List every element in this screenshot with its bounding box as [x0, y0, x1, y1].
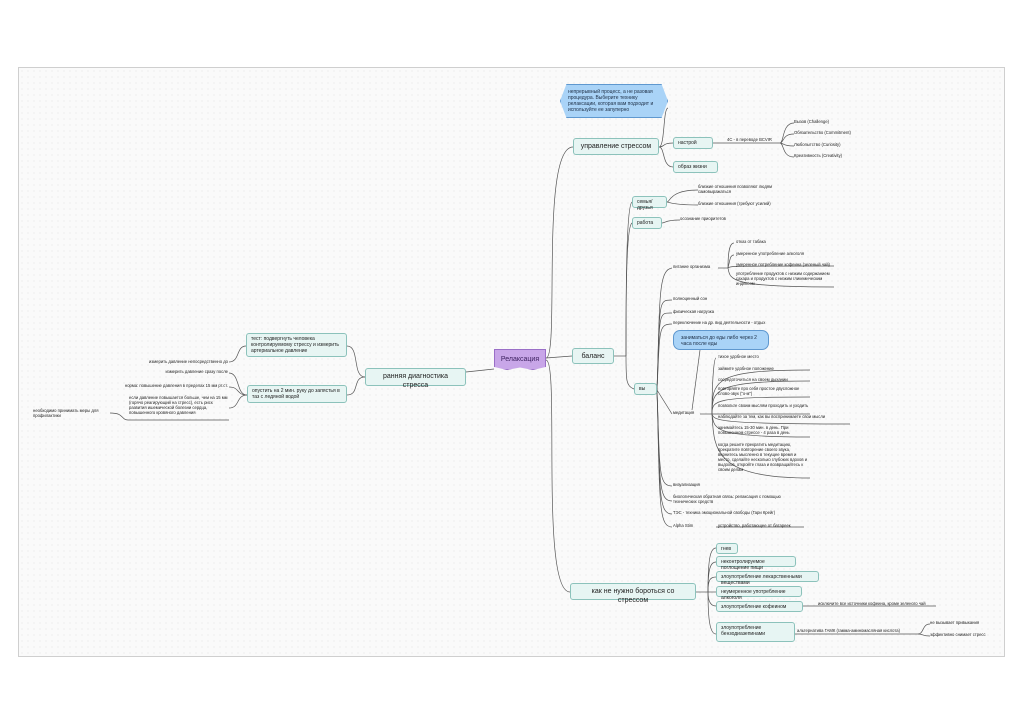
- balance-work-node[interactable]: работа: [632, 217, 662, 229]
- branch-balance[interactable]: баланс: [572, 348, 614, 364]
- body-item-2: умеренное употребление алкоголя: [736, 251, 804, 256]
- family-item-2: близкие отношения (требуют усилий): [698, 201, 771, 206]
- c-item-curiosity: Любопытство (Curiosity): [794, 142, 841, 147]
- stress-lifestyle-node[interactable]: образ жизни: [673, 161, 718, 173]
- benzo-note: альтернатива ГАМК (гамма-аминомасляная к…: [797, 628, 901, 633]
- med-item-2: займите удобное положение: [718, 366, 774, 371]
- balance-family-node[interactable]: семья/друзья: [632, 196, 667, 211]
- balance-visualisation: визуализация: [673, 482, 700, 487]
- med-item-7: занимайтесь 15-30 мин. в день. При повыш…: [718, 425, 790, 435]
- meditation-label: медитация: [673, 410, 695, 415]
- stress-4c: 4С - в переводе BCVIR: [727, 137, 772, 142]
- balance-you-node[interactable]: вы: [634, 383, 657, 395]
- wrong-item-alcohol[interactable]: неумеренное употребление алкоголя: [716, 586, 802, 601]
- wrong-item-anger[interactable]: гнев: [716, 543, 738, 554]
- balance-sleep: полноценный сон: [673, 296, 708, 301]
- c-item-challenge: Вызов (Challenge): [794, 119, 830, 124]
- central-topic[interactable]: Релаксация: [494, 349, 546, 370]
- med-item-5: позвольте своим мыслям проходить и уходи…: [718, 403, 809, 408]
- wrong-item-overeating[interactable]: неконтролируемое поглощение пищи: [716, 556, 796, 571]
- caffeine-note: исключите все источники кофеина, кроме з…: [818, 601, 926, 606]
- med-item-8: когда решите прекратить медитацию, прекр…: [718, 442, 808, 472]
- balance-alpha: Alpha Stim: [673, 523, 694, 528]
- med-item-1: тихое удобное место: [718, 354, 759, 359]
- wrong-item-benzo[interactable]: злоупотребление бензодиазепинами: [716, 622, 795, 642]
- body-item-4: употребление продуктов с низким содержан…: [736, 271, 830, 286]
- left-test-node[interactable]: тест: подвергнуть человека контролируемо…: [246, 333, 347, 357]
- med-item-4: повторяйте про себя простое двусложное с…: [718, 386, 800, 396]
- balance-switch: переключение на др. вид деятельности - о…: [673, 320, 766, 325]
- med-item-6: наблюдайте за тем, как вы воспринимаете …: [718, 414, 826, 419]
- branch-wrong-ways[interactable]: как не нужно бороться со стрессом: [570, 583, 696, 604]
- body-item-3: умеренное потребление кофеина (зеленый ч…: [736, 262, 830, 267]
- balance-eft: ТЭС - техника эмоциональной свободы (Гар…: [673, 510, 776, 515]
- branch-stress-management[interactable]: управление стрессом: [573, 138, 659, 155]
- left-step-2: измерить давление сразу после: [165, 369, 228, 374]
- c-item-commitment: Обязательство (Commitment): [794, 130, 851, 135]
- balance-biofeedback: биологическая обратная связь: релаксация…: [673, 494, 781, 504]
- left-hand-node[interactable]: опустить на 2 мин. руку до запястья в та…: [247, 385, 347, 403]
- work-item: осознание приоритетов: [680, 216, 726, 221]
- family-item-1: близкие отношения позволяют людям самовы…: [698, 184, 772, 194]
- left-step-3: норма: повышение давления в пределах 15 …: [124, 383, 228, 388]
- stress-mood-node[interactable]: настрой: [673, 137, 713, 149]
- c-item-creativity: Креативность (Creativity): [794, 153, 843, 158]
- body-item-1: отказ от табака: [736, 239, 766, 244]
- wrong-item-caffeine[interactable]: злоупотребление кофеином: [716, 601, 803, 612]
- wrong-item-drugs[interactable]: злоупотребление лекарственными веществам…: [716, 571, 819, 586]
- left-risk: если давление повышается больше, чем на …: [129, 395, 228, 415]
- benzo-sub-2: эффективно снимает стресс: [930, 632, 986, 637]
- balance-callout[interactable]: заниматься до еды либо через 2 часа посл…: [673, 330, 769, 350]
- benzo-sub-1: не вызывает привыкания: [930, 620, 980, 625]
- branch-early-diagnosis[interactable]: ранняя диагностика стресса: [365, 368, 466, 389]
- left-step-1: измерить давление непосредственно до: [149, 359, 228, 364]
- balance-alpha-note: устройство, работающее от батареек: [718, 523, 791, 528]
- balance-physical: физическая нагрузка: [673, 309, 715, 314]
- left-cure: необходимо принимать меры для профилакти…: [33, 408, 99, 418]
- top-callout[interactable]: непрерывный процесс, а не разовая процед…: [560, 84, 668, 118]
- body-label: питание организма: [673, 264, 711, 269]
- med-item-3: сосредоточиться на своем дыхании: [718, 377, 788, 382]
